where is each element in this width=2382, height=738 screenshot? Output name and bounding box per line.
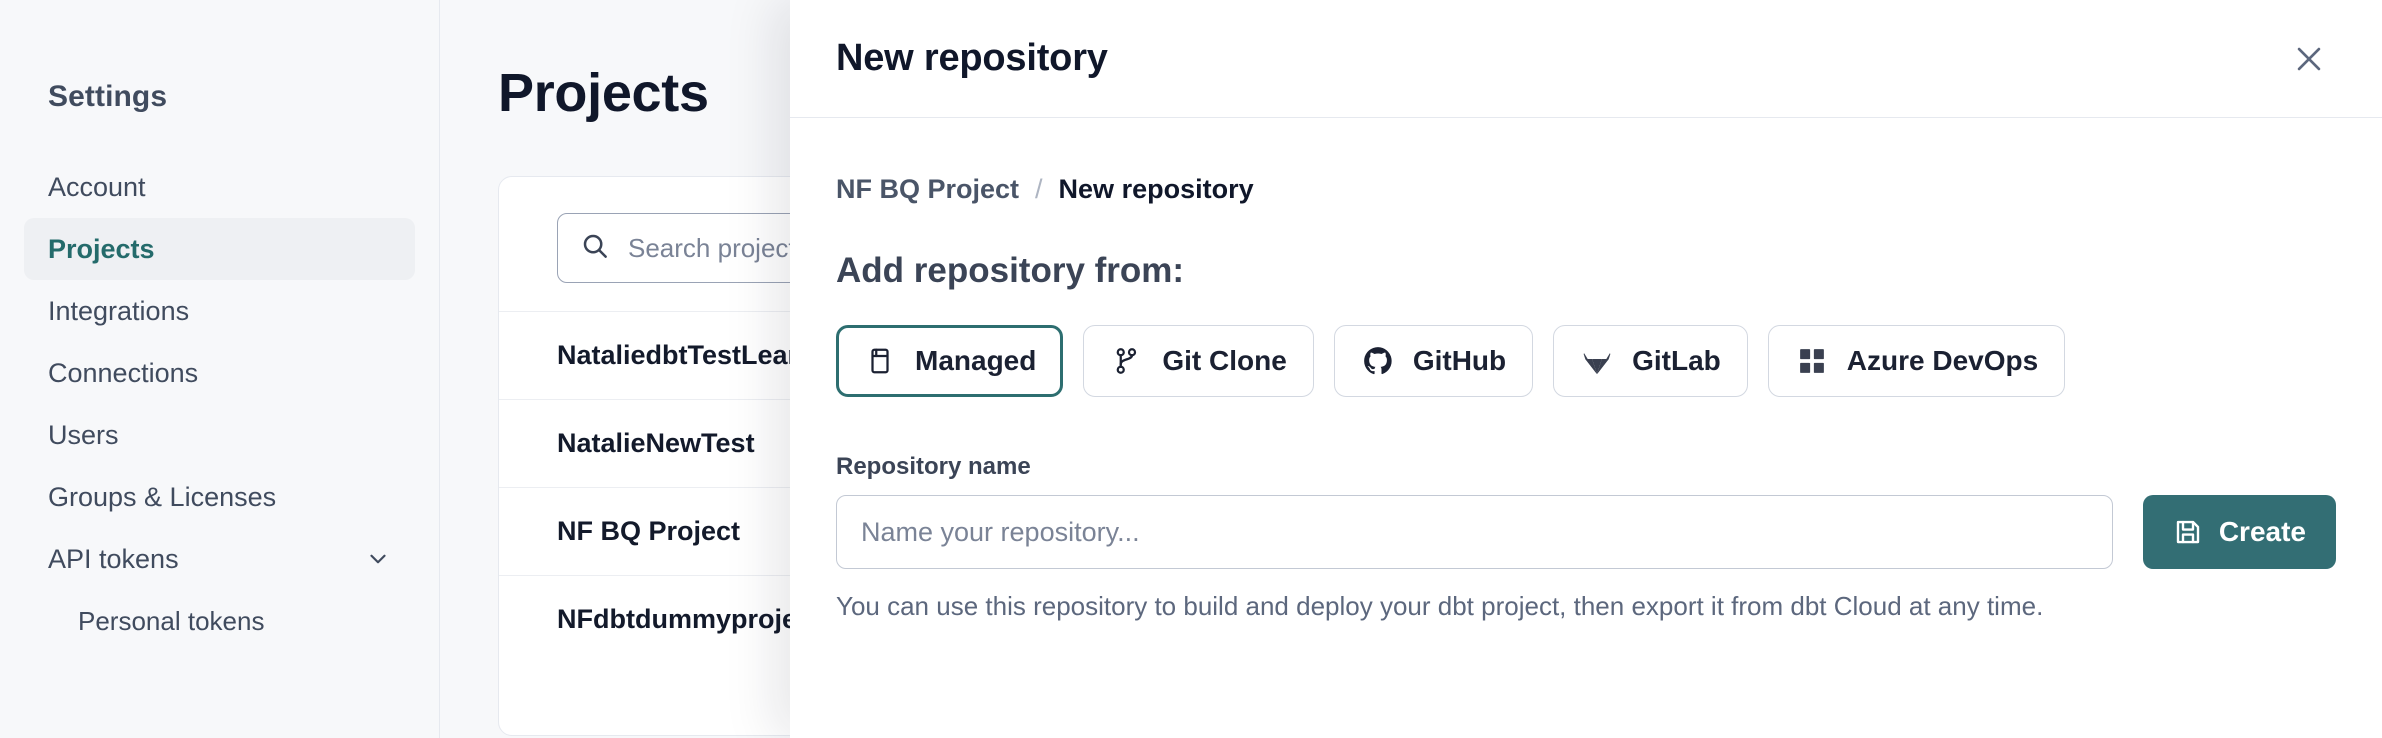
source-option-label: GitHub [1412,345,1507,376]
sidebar-item-projects[interactable]: Projects [24,218,415,280]
sidebar-item-connections[interactable]: Connections [24,342,415,404]
breadcrumb: NF BQ Project / New repository [836,174,2336,205]
sidebar-item-label: Personal tokens [78,605,265,636]
new-repository-panel: New repository NF BQ Project / New repos… [790,0,2382,738]
search-icon [580,231,610,266]
database-icon [863,344,897,378]
save-icon [2173,517,2203,547]
sidebar-item-account[interactable]: Account [24,156,415,218]
sidebar-item-users[interactable]: Users [24,404,415,466]
repository-name-label: Repository name [836,453,1031,480]
sidebar-item-personal-tokens[interactable]: Personal tokens [24,590,415,652]
sidebar-item-label: API tokens [48,543,179,574]
sidebar-item-label: Projects [48,233,155,264]
create-button[interactable]: Create [2142,495,2336,569]
sidebar-item-label: Groups & Licenses [48,481,277,512]
sidebar-item-label: Connections [48,357,199,388]
sidebar-item-integrations[interactable]: Integrations [24,280,415,342]
sidebar-item-api-tokens[interactable]: API tokens [24,528,415,590]
sidebar-item-label: Integrations [48,295,190,326]
panel-body: NF BQ Project / New repository Add repos… [790,118,2382,738]
chevron-down-icon[interactable] [365,546,391,572]
create-button-label: Create [2218,516,2306,547]
sidebar-title: Settings [48,80,168,113]
sidebar-item-label: Users [48,419,119,450]
breadcrumb-separator: / [1035,174,1043,204]
breadcrumb-current: New repository [1058,174,1254,204]
source-option-git-clone[interactable]: Git Clone [1083,325,1314,397]
close-icon[interactable] [2282,32,2336,86]
breadcrumb-parent[interactable]: NF BQ Project [836,174,1020,204]
panel-title: New repository [836,37,1108,79]
gitlab-icon [1580,344,1614,378]
repository-source-options: Managed Git Clone GitHub GitLab Azure DevOps [836,325,2336,397]
source-option-label: Managed [915,345,1037,376]
sidebar-item-label: Account [48,171,146,202]
project-name: NF BQ Project [557,516,741,546]
source-option-azure-devops[interactable]: Azure DevOps [1767,325,2066,397]
repository-name-row: Create [836,495,2336,569]
repository-helper-text: You can use this repository to build and… [836,591,2044,621]
azure-devops-icon [1795,344,1829,378]
source-option-managed[interactable]: Managed [836,325,1064,397]
git-branch-icon [1110,344,1144,378]
source-option-label: Git Clone [1162,345,1287,376]
project-name: NFdbtdummyproject [557,604,822,634]
github-icon [1361,344,1395,378]
sidebar-item-groups-licenses[interactable]: Groups & Licenses [24,466,415,528]
add-repository-heading: Add repository from: [836,251,1185,290]
repository-name-input[interactable] [836,495,2113,569]
source-option-label: GitLab [1632,345,1721,376]
source-option-gitlab[interactable]: GitLab [1553,325,1748,397]
source-option-github[interactable]: GitHub [1333,325,1534,397]
source-option-label: Azure DevOps [1846,345,2039,376]
page-title: Projects [498,63,709,123]
panel-header: New repository [790,0,2382,118]
project-name: NatalieNewTest [557,428,755,458]
